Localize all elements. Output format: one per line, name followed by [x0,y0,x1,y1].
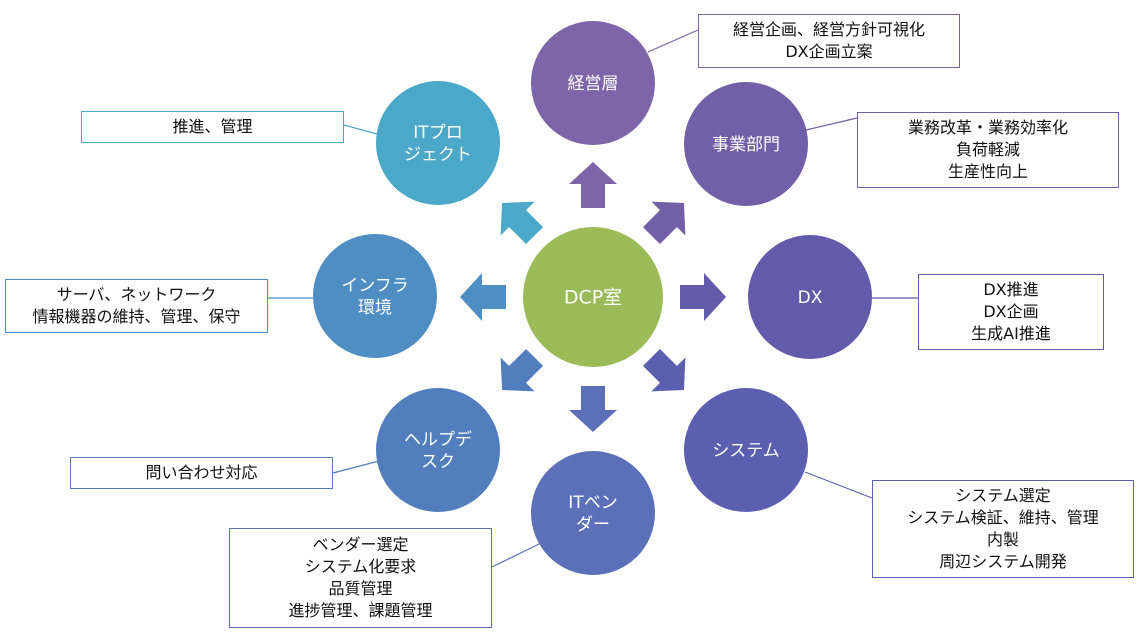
connector-line-management [647,29,699,53]
connector-line-it-project [343,124,378,135]
node-circle-dx [748,235,872,359]
arrow-icon-infrastructure [460,273,506,321]
node-circle-helpdesk [376,388,500,512]
description-line: システム化要求 [304,557,417,576]
description-line: DX企画 [983,302,1039,321]
description-line: 問い合わせ対応 [145,463,258,482]
description-box-it-project: 推進、管理 [81,111,344,143]
node-circle-system [684,388,808,512]
description-line: 推進、管理 [172,117,253,136]
description-line: 周辺システム開発 [939,552,1067,571]
node-label-it-project: ジェクト [404,145,472,165]
connector-line-system [804,471,873,499]
description-box-business-dept: 業務改革・業務効率化負荷軽減生産性向上 [857,112,1119,188]
arrow-icon-dx [680,273,726,321]
description-line: 生産性向上 [947,162,1028,181]
description-line: 負荷軽減 [955,140,1020,159]
node-circle-management [531,21,655,145]
description-box-helpdesk: 問い合わせ対応 [70,457,333,489]
description-box-infrastructure: サーバ、ネットワーク情報機器の維持、管理、保守 [5,279,268,333]
description-line: 進捗管理、課題管理 [288,601,433,620]
arrow-icon-helpdesk [500,348,544,392]
node-label-it-vendor: ITベン [568,493,617,513]
description-line: システム選定 [955,486,1051,505]
description-line: 情報機器の維持、管理、保守 [32,307,241,326]
node-circle-it-project [376,81,500,205]
arrow-icon-it-project [500,201,544,245]
connector-line-helpdesk [332,460,380,474]
description-line: 生成AI推進 [971,324,1051,343]
description-box-it-vendor: ベンダー選定システム化要求品質管理進捗管理、課題管理 [229,528,492,628]
node-circle-it-vendor [531,451,655,575]
description-line: 業務改革・業務効率化 [907,118,1068,137]
node-label-business-dept: 事業部門 [712,135,780,155]
hub-circle-dcp [523,227,663,367]
node-circle-business-dept [684,82,808,206]
description-line: DX推進 [983,280,1039,299]
arrow-icon-management [569,162,617,208]
description-line: 内製 [986,530,1019,549]
node-label-management: 経営層 [568,74,619,94]
node-label-it-vendor: ダー [576,515,610,535]
node-label-it-project: ITプロ [413,123,462,143]
node-circle-infrastructure [313,234,437,358]
node-label-helpdesk: スク [421,452,455,472]
arrow-icon-business-dept [642,201,686,245]
description-line: 品質管理 [328,579,393,598]
node-label-infrastructure: インフラ [341,276,409,296]
description-box-dx: DX推進 DX企画生成AI推進 [918,274,1104,350]
node-label-helpdesk: ヘルプデ [404,429,472,450]
description-line: 経営企画、経営方針可視化 [732,20,925,39]
connector-line-it-vendor [491,543,540,568]
connector-line-business-dept [805,117,858,131]
description-line: ベンダー選定 [312,535,409,554]
node-label-system: システム [712,441,780,461]
arrow-icon-it-vendor [569,386,617,432]
description-box-management: 経営企画、経営方針可視化 DX企画立案 [698,14,960,68]
description-line: システム検証、維持、管理 [907,508,1099,527]
description-line: サーバ、ネットワーク [56,285,217,304]
arrow-icon-system [642,348,686,392]
description-line: DX企画立案 [785,42,873,61]
hub-label: DCP室 [564,287,622,309]
description-box-system: システム選定システム検証、維持、管理内製周辺システム開発 [872,480,1134,578]
node-label-infrastructure: 環境 [358,298,392,318]
node-label-dx: DX [798,288,823,308]
